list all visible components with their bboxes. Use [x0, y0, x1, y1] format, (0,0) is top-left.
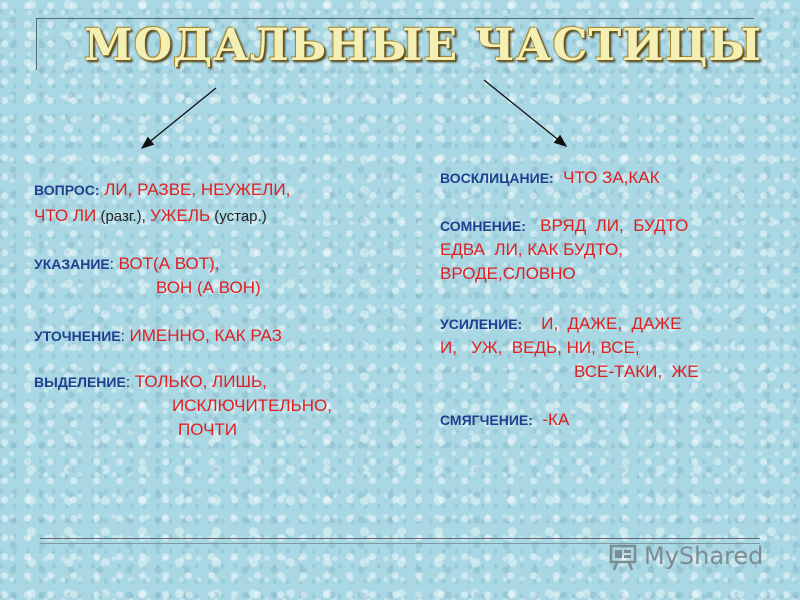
- usilenie-particles-3: ВСЕ-ТАКИ, ЖЕ: [574, 362, 699, 381]
- frame-line-left: [36, 18, 37, 70]
- vydelenie-line-3: ПОЧТИ: [178, 420, 237, 440]
- utochnenie-label: УТОЧНЕНИЕ: [34, 328, 121, 344]
- vopros-uzhel: УЖЕЛЬ: [149, 206, 211, 225]
- frame-line-top: [36, 18, 754, 19]
- slide-title: МОДАЛЬНЫЕ ЧАСТИЦЫ: [84, 20, 763, 71]
- ukazanie-particles-1: ВОТ(А ВОТ),: [113, 254, 220, 273]
- vydelenie-particles-1: ТОЛЬКО, ЛИШЬ,: [129, 372, 267, 391]
- vopros-line-2: ЧТО ЛИ (разг.), УЖЕЛЬ (устар.): [34, 206, 267, 226]
- usilenie-label: УСИЛЕНИЕ:: [440, 316, 523, 332]
- vydelenie-particles-2: ИСКЛЮЧИТЕЛЬНО,: [172, 396, 332, 415]
- presentation-board-icon: [609, 544, 637, 571]
- vosklicanie-line: ВОСКЛИЦАНИЕ: ЧТО ЗА,КАК: [440, 168, 660, 188]
- usilenie-particles-1: И, ДАЖЕ, ДАЖЕ: [522, 314, 682, 333]
- vopros-ustar-note: (устар.): [210, 208, 267, 225]
- utochnenie-line: УТОЧНЕНИЕ: ИМЕННО, КАК РАЗ: [34, 326, 282, 346]
- vydelenie-line-2: ИСКЛЮЧИТЕЛЬНО,: [172, 396, 332, 416]
- vopros-chto-li: ЧТО ЛИ: [34, 206, 97, 225]
- vosklicanie-label: ВОСКЛИЦАНИЕ:: [440, 170, 554, 186]
- somnenie-particles-3: ВРОДЕ,СЛОВНО: [440, 264, 576, 283]
- vosklicanie-particles: ЧТО ЗА,КАК: [553, 168, 660, 187]
- usilenie-line-3: ВСЕ-ТАКИ, ЖЕ: [574, 362, 699, 382]
- usilenie-particles-2: И, УЖ, ВЕДЬ, НИ, ВСЕ,: [440, 338, 640, 357]
- usilenie-line-2: И, УЖ, ВЕДЬ, НИ, ВСЕ,: [440, 338, 640, 358]
- watermark-logo: MyShared: [608, 540, 768, 576]
- somnenie-label: СОМНЕНИЕ:: [440, 218, 526, 234]
- smyagchenie-label: СМЯГЧЕНИЕ:: [440, 412, 533, 428]
- somnenie-particles-2: ЕДВА ЛИ, КАК БУДТО,: [440, 240, 623, 259]
- somnenie-particles-1: ВРЯД ЛИ, БУДТО: [525, 216, 689, 235]
- vydelenie-colon: :: [125, 374, 130, 391]
- smyagchenie-particles: -КА: [532, 410, 570, 429]
- somnenie-line-1: СОМНЕНИЕ: ВРЯД ЛИ, БУДТО: [440, 216, 688, 236]
- ukazanie-colon: :: [109, 256, 114, 273]
- watermark-text: MyShared: [644, 542, 764, 570]
- usilenie-line-1: УСИЛЕНИЕ: И, ДАЖЕ, ДАЖЕ: [440, 314, 681, 334]
- vopros-razg-note: (разг.),: [96, 208, 150, 225]
- vydelenie-label: ВЫДЕЛЕНИЕ: [34, 374, 126, 390]
- somnenie-line-3: ВРОДЕ,СЛОВНО: [440, 264, 576, 284]
- arrow-left: [140, 87, 217, 149]
- vydelenie-particles-3: ПОЧТИ: [178, 420, 238, 439]
- frame-line-bottom: [40, 538, 760, 539]
- somnenie-line-2: ЕДВА ЛИ, КАК БУДТО,: [440, 240, 623, 260]
- ukazanie-line-2: ВОН (А ВОН): [156, 278, 261, 298]
- vopros-line-1: ВОПРОС: ЛИ, РАЗВЕ, НЕУЖЕЛИ,: [34, 180, 290, 200]
- utochnenie-colon: :: [120, 328, 125, 345]
- utochnenie-particles: ИМЕННО, КАК РАЗ: [124, 326, 282, 345]
- ukazanie-line-1: УКАЗАНИЕ: ВОТ(А ВОТ),: [34, 254, 220, 274]
- vopros-particles-1: ЛИ, РАЗВЕ, НЕУЖЕЛИ,: [99, 180, 291, 199]
- ukazanie-label: УКАЗАНИЕ: [34, 256, 110, 272]
- frame-line-bottom-2: [40, 543, 760, 544]
- smyagchenie-line: СМЯГЧЕНИЕ: -КА: [440, 410, 569, 430]
- ukazanie-particles-2: ВОН (А ВОН): [156, 278, 261, 297]
- vopros-label: ВОПРОС:: [34, 182, 100, 198]
- arrow-right: [483, 79, 568, 147]
- vydelenie-line-1: ВЫДЕЛЕНИЕ: ТОЛЬКО, ЛИШЬ,: [34, 372, 267, 392]
